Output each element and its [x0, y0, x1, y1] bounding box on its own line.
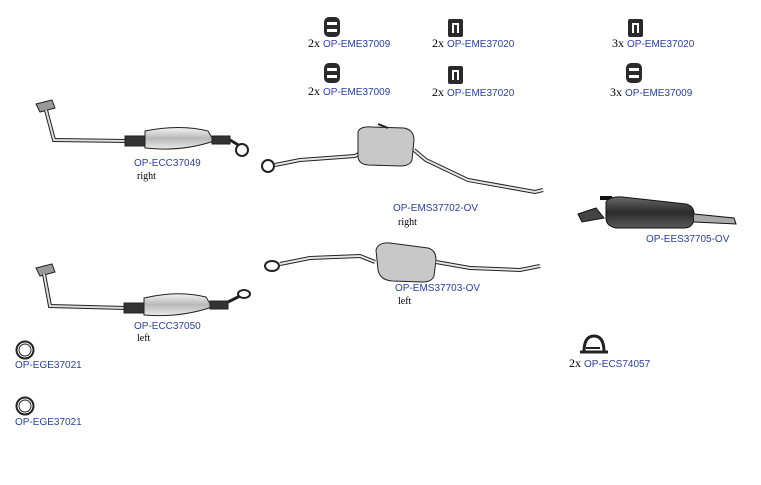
middle-silencer-icon[interactable]	[261, 123, 544, 195]
part-code-link[interactable]: OP-EGE37021	[15, 417, 82, 428]
part-code-link[interactable]: OP-ECC37049	[134, 158, 201, 169]
part-label: OP-EMS37702-OV	[393, 203, 478, 215]
gasket-ring-icon[interactable]	[15, 340, 35, 360]
part-code-link[interactable]: OP-EME37020	[447, 39, 515, 50]
part-code-link[interactable]: OP-EMS37703-OV	[395, 283, 481, 294]
part-code-link[interactable]: OP-ECS74057	[584, 359, 651, 370]
rubber-hanger-icon[interactable]	[626, 63, 642, 83]
part-label: OP-EMS37703-OV	[395, 283, 480, 295]
middle-silencer-icon[interactable]	[264, 242, 541, 283]
part-quantity: 3x	[610, 85, 622, 99]
part-code-link[interactable]: OP-EME37009	[323, 39, 391, 50]
part-label: OP-EES37705-OV	[646, 234, 729, 246]
part-quantity: 2x	[308, 36, 320, 50]
part-code-link[interactable]: OP-EME37020	[627, 39, 695, 50]
mounting-bracket-icon[interactable]	[448, 66, 463, 84]
part-code-link[interactable]: OP-EME37009	[323, 87, 391, 98]
rear-silencer-icon[interactable]	[577, 196, 737, 229]
part-quantity: 2x	[432, 36, 444, 50]
catalytic-converter-icon[interactable]	[35, 99, 249, 157]
part-code-link[interactable]: OP-EMS37702-OV	[393, 203, 479, 214]
mounting-bracket-icon[interactable]	[628, 19, 643, 37]
mounting-bracket-icon[interactable]	[448, 19, 463, 37]
rubber-hanger-icon[interactable]	[324, 63, 340, 83]
rubber-hanger-icon[interactable]	[324, 17, 340, 37]
side-label: left	[398, 296, 412, 307]
part-label: OP-ECC37050	[134, 321, 201, 333]
part-code-link[interactable]: OP-EME37020	[447, 88, 515, 99]
side-label: right	[137, 171, 156, 182]
part-label: OP-EGE37021	[15, 417, 82, 429]
pipe-clamp-icon[interactable]	[580, 334, 608, 354]
side-label: left	[137, 333, 151, 344]
part-quantity: 2x	[308, 84, 320, 98]
part-quantity: 2x	[432, 85, 444, 99]
part-label: OP-EGE37021	[15, 360, 82, 372]
part-code-link[interactable]: OP-EGE37021	[15, 360, 82, 371]
part-label: OP-ECC37049	[134, 158, 201, 170]
part-quantity: 2x	[569, 356, 581, 370]
gasket-ring-icon[interactable]	[15, 396, 35, 416]
part-code-link[interactable]: OP-ECC37050	[134, 321, 201, 332]
part-code-link[interactable]: OP-EES37705-OV	[646, 234, 730, 245]
part-code-link[interactable]: OP-EME37009	[625, 88, 693, 99]
catalytic-converter-icon[interactable]	[35, 263, 251, 317]
part-quantity: 3x	[612, 36, 624, 50]
side-label: right	[398, 217, 417, 228]
